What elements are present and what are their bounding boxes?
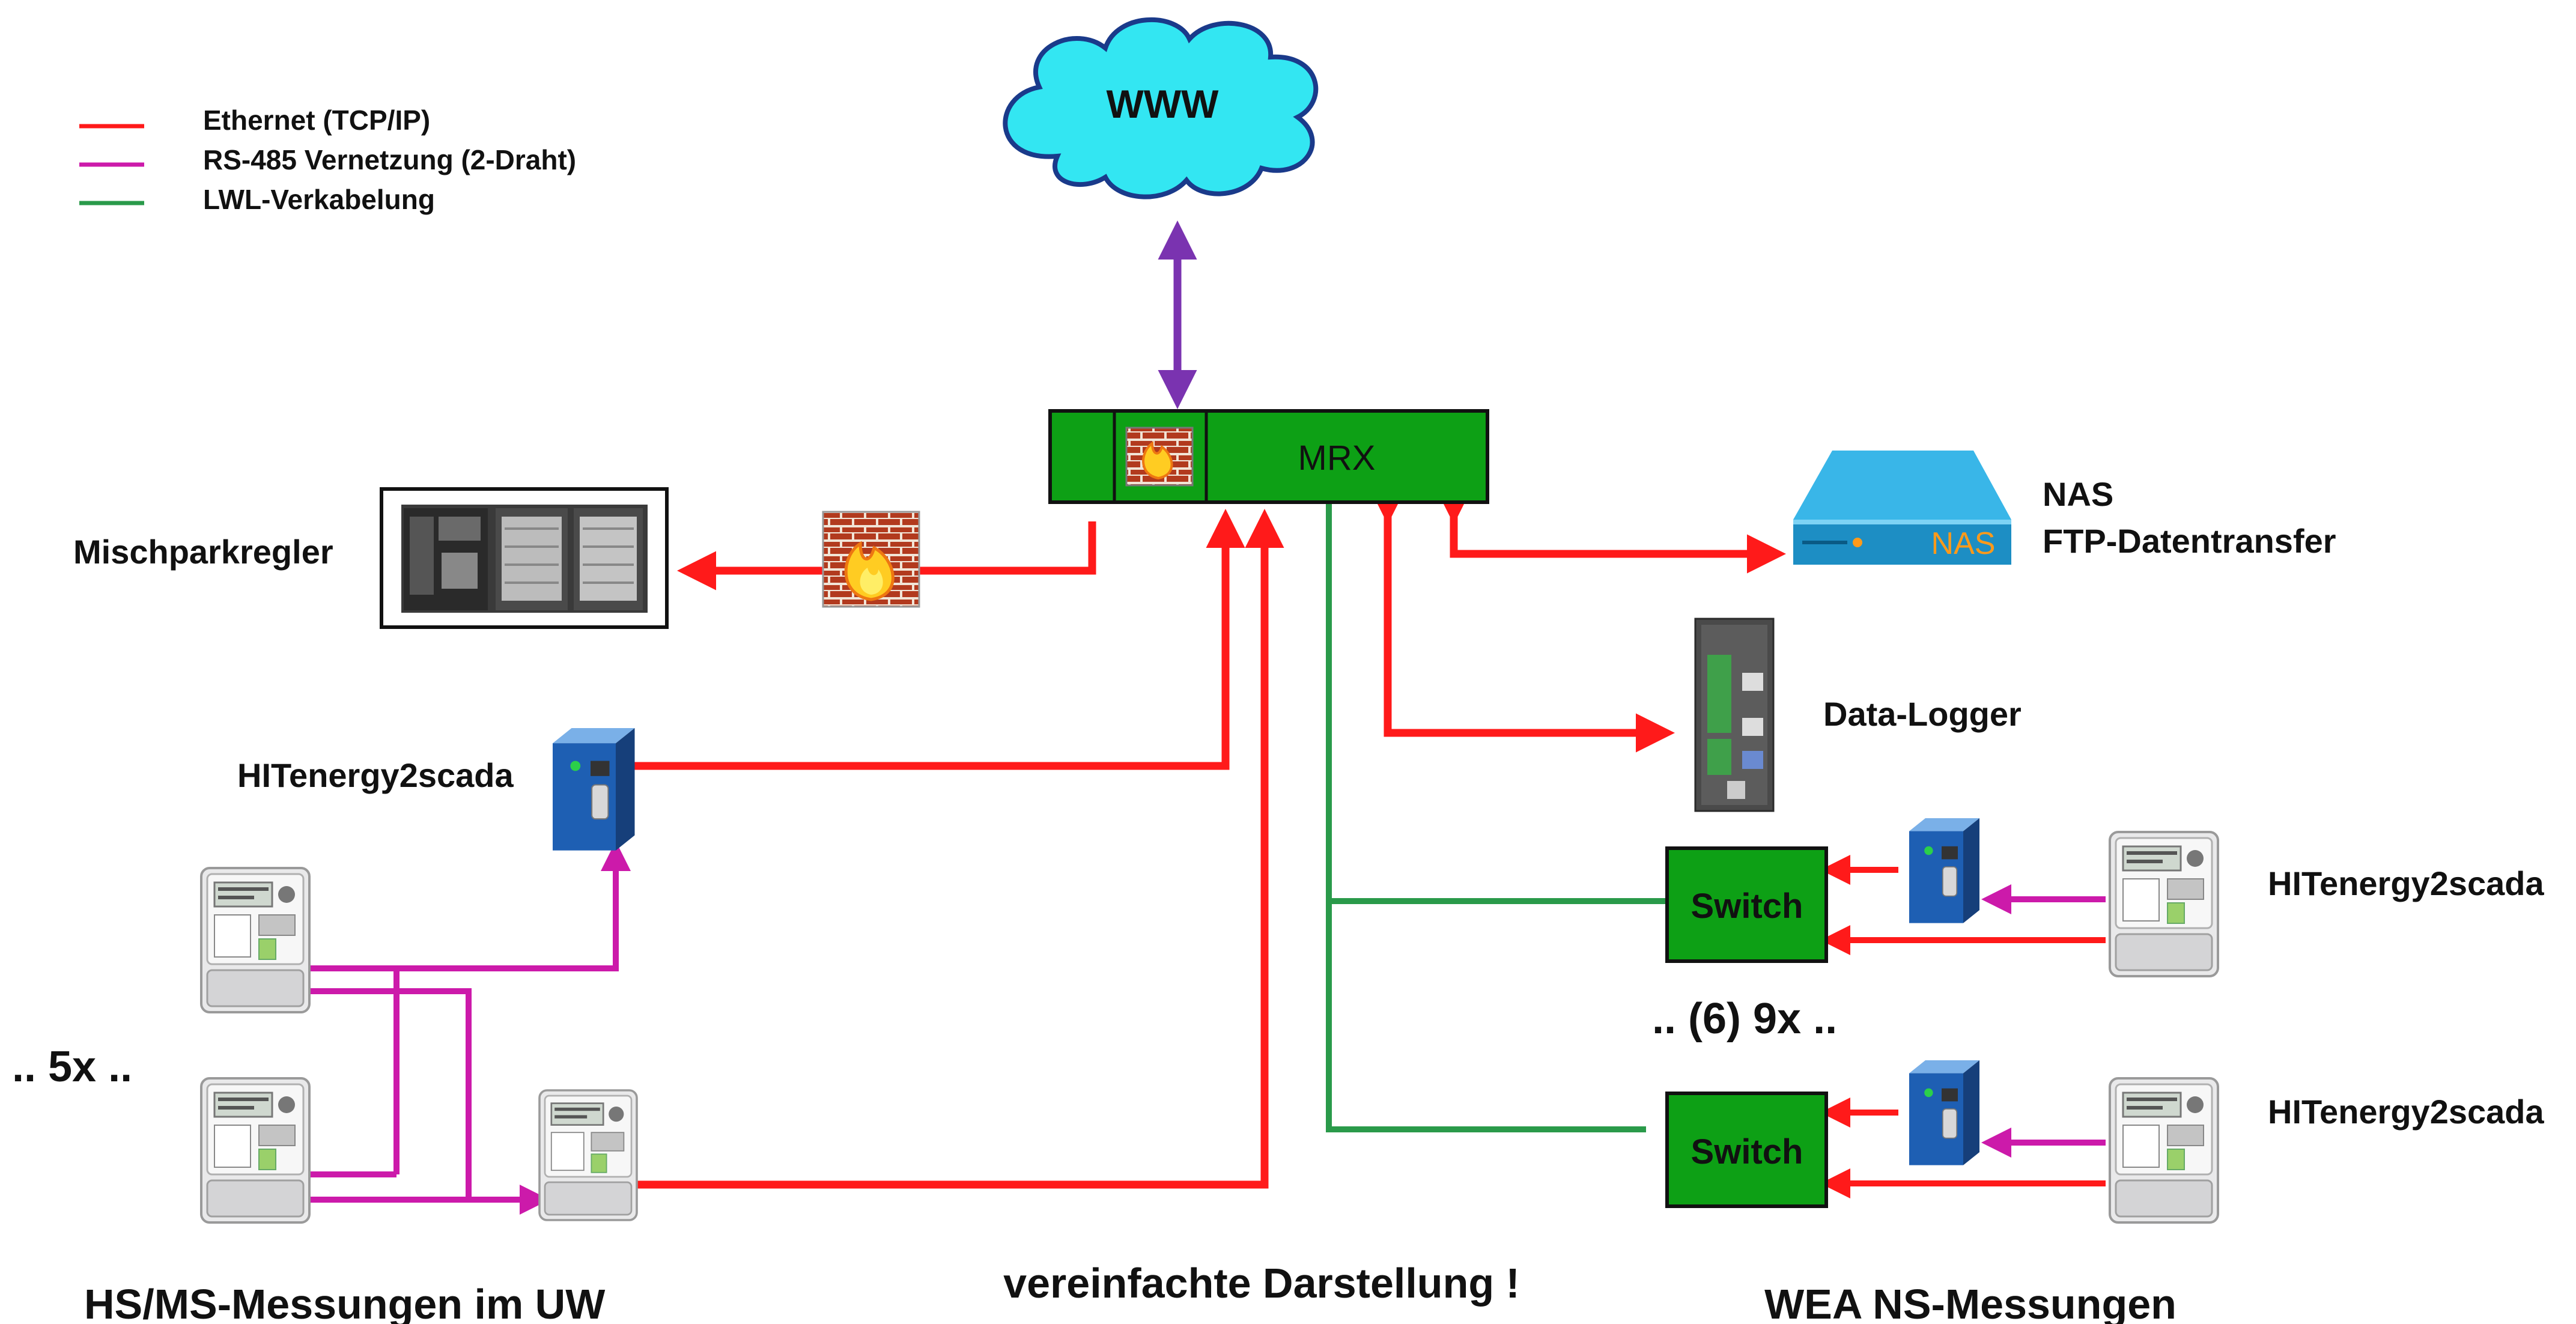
datalogger-icon bbox=[1694, 618, 1775, 812]
converter-icon bbox=[1909, 818, 1980, 924]
www-label: WWW bbox=[1107, 82, 1220, 126]
caption-left: HS/MS-Messungen im UW bbox=[84, 1281, 605, 1324]
hit-right-top-label: HITenergy2scada bbox=[2268, 864, 2544, 902]
meter-icon bbox=[538, 1089, 638, 1221]
nas-icon bbox=[1793, 451, 2011, 565]
nas-device-label: NAS bbox=[1931, 526, 1996, 561]
connections bbox=[306, 220, 2106, 1215]
legend-label-ethernet: Ethernet (TCP/IP) bbox=[203, 105, 430, 136]
cloud-icon bbox=[1003, 17, 1319, 199]
nas-ftp-label: FTP-Datentransfer bbox=[2043, 522, 2336, 560]
switch-bottom-label: Switch bbox=[1691, 1132, 1803, 1171]
hit-left-label: HITenergy2scada bbox=[237, 756, 514, 794]
count-left-label: .. 5x .. bbox=[12, 1043, 132, 1091]
caption-center: vereinfachte Darstellung ! bbox=[1003, 1260, 1520, 1307]
datalogger-label: Data-Logger bbox=[1823, 695, 2022, 733]
link-hit-left-mrx bbox=[634, 509, 1245, 770]
link-rs485-a bbox=[306, 988, 550, 1215]
meter-icon bbox=[200, 867, 311, 1013]
mischparkregler-label: Mischparkregler bbox=[73, 533, 333, 571]
hit-right-bottom-label: HITenergy2scada bbox=[2268, 1093, 2544, 1131]
link-rs485-top-meter bbox=[306, 841, 631, 971]
legend-label-rs485: RS-485 Vernetzung (2-Draht) bbox=[203, 144, 576, 175]
firewall-icon bbox=[822, 511, 920, 608]
legend-label-lwl: LWL-Verkabelung bbox=[203, 184, 435, 215]
nas-label: NAS bbox=[2043, 475, 2113, 513]
switch-top-label: Switch bbox=[1691, 887, 1803, 926]
mrx-label: MRX bbox=[1298, 439, 1376, 478]
converter-icon bbox=[551, 727, 636, 851]
switch-top bbox=[1665, 846, 1828, 963]
link-meter-uw-mrx bbox=[636, 509, 1284, 1189]
switch-bottom bbox=[1665, 1092, 1828, 1208]
caption-right: WEA NS-Messungen bbox=[1764, 1281, 2177, 1324]
link-mrx-nas bbox=[1434, 485, 1786, 574]
meter-icon bbox=[2109, 831, 2219, 977]
link-mrx-mischpark bbox=[677, 521, 1096, 591]
converter-icon bbox=[1909, 1060, 1980, 1166]
mrx-firewall-icon bbox=[1125, 427, 1194, 487]
meter-icon bbox=[2109, 1077, 2219, 1224]
mrx-router bbox=[1048, 409, 1489, 504]
meter-icon bbox=[200, 1077, 311, 1224]
link-mrx-datalogger bbox=[1368, 485, 1675, 753]
count-right-label: .. (6) 9x .. bbox=[1652, 995, 1837, 1043]
legend: Ethernet (TCP/IP) RS-485 Vernetzung (2-D… bbox=[79, 105, 576, 215]
plc-icon bbox=[380, 487, 669, 629]
link-lwl-switches bbox=[1326, 502, 1646, 1132]
